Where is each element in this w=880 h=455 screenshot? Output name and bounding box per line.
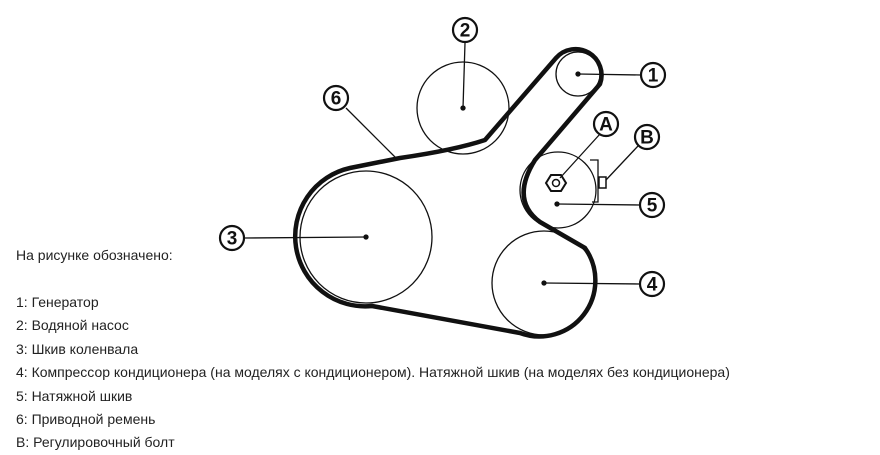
legend-item: B: Регулировочный болт <box>16 434 175 451</box>
adjusting-bolt-icon <box>598 176 607 189</box>
legend-intro: На рисунке обозначено: <box>16 247 173 263</box>
callout-2: 2 <box>460 21 471 42</box>
callout-3: 3 <box>227 229 238 250</box>
nut-icon <box>544 174 568 192</box>
callout-a: A <box>599 115 613 136</box>
tensioner-bracket <box>590 159 599 203</box>
legend-list: 1: Генератор 2: Водяной насос 3: Шкив ко… <box>16 291 730 455</box>
legend-item: 6: Приводной ремень <box>16 411 156 428</box>
legend-item: 4: Компрессор кондиционера (на моделях с… <box>16 364 730 381</box>
pulley-2-water-pump <box>416 61 510 155</box>
callout-6: 6 <box>331 89 342 110</box>
drive-belt <box>292 46 604 339</box>
callout-5: 5 <box>647 196 658 217</box>
callout-4: 4 <box>647 275 658 296</box>
callout-1: 1 <box>648 66 659 87</box>
pulley-5-tensioner <box>519 151 597 229</box>
legend-item: 2: Водяной насос <box>16 317 129 334</box>
legend-item: 5: Натяжной шкив <box>16 387 133 404</box>
callout-b: B <box>640 128 654 149</box>
legend-item: 1: Генератор <box>16 294 99 310</box>
legend-item: 3: Шкив коленвала <box>16 340 139 357</box>
